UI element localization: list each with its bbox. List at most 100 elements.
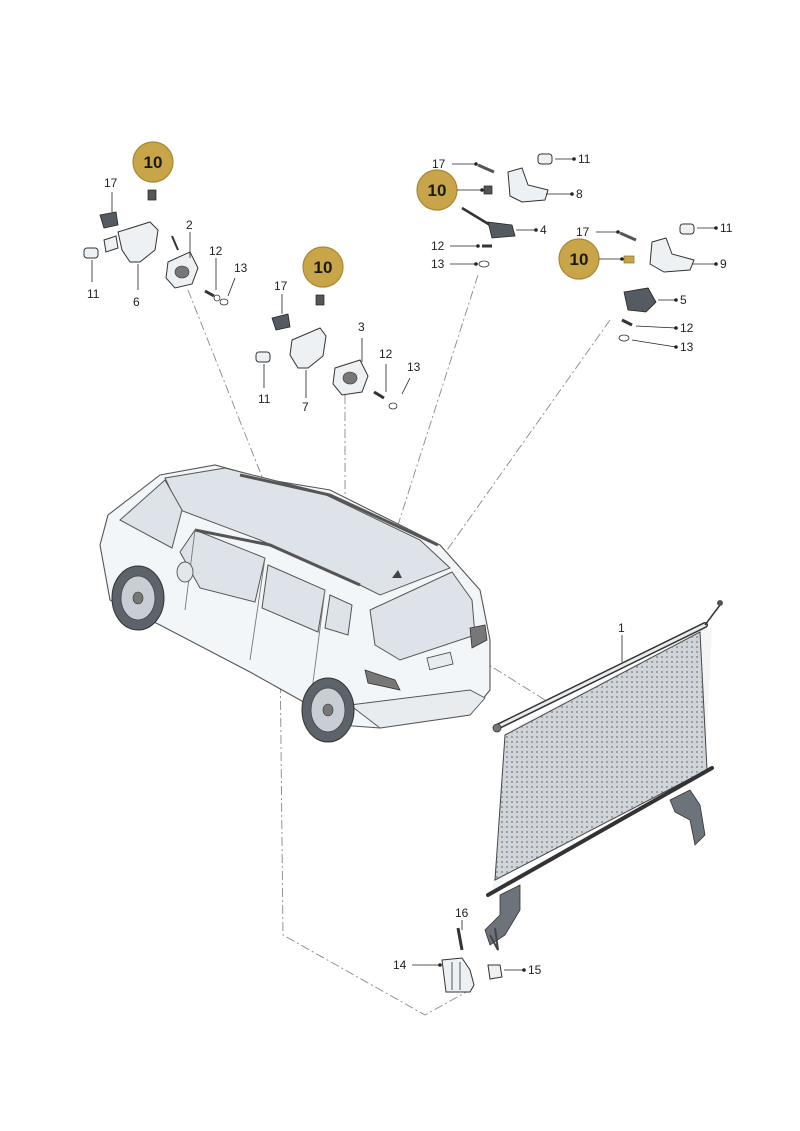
label-13: 13 [680, 340, 694, 354]
roof-rail [239, 473, 439, 547]
label-4: 4 [540, 223, 547, 237]
connector-line [439, 319, 611, 561]
ring-part-13 [388, 402, 398, 410]
cover-side-bracket [669, 789, 706, 846]
label-13: 13 [407, 360, 421, 374]
callout-badge-10: 10 [132, 141, 174, 183]
latch-part-4 [487, 221, 516, 239]
label-16: 16 [455, 906, 469, 920]
screw-part-12 [621, 318, 633, 327]
lock-lever [171, 235, 179, 251]
screw-part-12 [204, 289, 215, 298]
cover-end-pin [704, 604, 721, 626]
callout-badge-10: 10 [558, 238, 624, 280]
side-mirror [176, 561, 194, 583]
front-wheel [111, 565, 165, 631]
label-17: 17 [432, 157, 446, 171]
connector-line [397, 274, 479, 526]
part-labels: 17 11 6 2 12 13 17 11 7 3 12 13 17 11 8 … [87, 152, 733, 977]
label-13: 13 [234, 261, 248, 275]
label-12: 12 [209, 244, 223, 258]
screw-part-12 [373, 390, 385, 400]
grommet-part-11 [537, 153, 553, 165]
license-plate [426, 651, 454, 671]
bolt-part-10 [483, 185, 493, 195]
label-8: 8 [576, 187, 583, 201]
windshield [119, 479, 183, 549]
label-17: 17 [104, 176, 118, 190]
bracket-part-14 [441, 957, 475, 993]
label-2: 2 [186, 218, 193, 232]
grommet-part-11 [83, 247, 99, 259]
clip-part-17 [271, 313, 291, 331]
rear-bumper [348, 689, 486, 729]
grommet-part-11 [679, 223, 695, 235]
bracket-part-6 [117, 221, 159, 263]
tail-light [364, 669, 401, 691]
small-plate [103, 235, 119, 253]
label-3: 3 [358, 320, 365, 334]
clip-part-17 [477, 163, 495, 174]
label-15: 15 [528, 963, 542, 977]
clip-part-17 [99, 211, 119, 229]
rear-side-window [261, 564, 326, 633]
svg-text:10: 10 [428, 181, 447, 200]
cover-end-cap [492, 723, 502, 733]
callout-badges: 10 10 10 10 [132, 141, 624, 288]
grommet-part-11 [255, 351, 271, 363]
bracket-part-7 [289, 327, 327, 369]
vehicle-illustration [99, 464, 491, 743]
label-12: 12 [680, 321, 694, 335]
group-right [596, 223, 718, 349]
ring-part-13 [478, 260, 490, 268]
car-roof [164, 467, 451, 596]
front-side-window [179, 529, 266, 603]
roof-antenna [392, 570, 402, 578]
group-bottom [412, 635, 623, 993]
connector-line [464, 649, 546, 701]
svg-text:10: 10 [144, 153, 163, 172]
label-14: 14 [393, 958, 407, 972]
cap-part-15 [487, 964, 503, 980]
group-right-top [450, 153, 576, 268]
roof-rail [194, 528, 361, 587]
hinge-part-8 [507, 167, 549, 203]
label-12: 12 [431, 239, 445, 253]
label-9: 9 [720, 257, 727, 271]
ring-part-13 [219, 298, 229, 306]
callout-badge-10: 10 [302, 246, 344, 288]
svg-text:10: 10 [314, 258, 333, 277]
latch-rod [461, 206, 491, 227]
hinge-part-9 [649, 237, 695, 273]
cover-pin-tip [717, 600, 723, 606]
bolt-part-10 [147, 189, 157, 201]
svg-text:10: 10 [570, 250, 589, 269]
quarter-window [324, 594, 353, 636]
bolt-part-10 [623, 255, 635, 264]
callout-badge-10: 10 [416, 169, 484, 211]
label-13: 13 [431, 257, 445, 271]
connector-line [279, 649, 471, 1016]
label-11: 11 [578, 152, 591, 166]
label-17: 17 [576, 225, 590, 239]
label-1: 1 [618, 621, 625, 635]
label-17: 17 [274, 279, 288, 293]
label-11: 11 [720, 221, 733, 235]
latch-part-5 [623, 287, 657, 313]
ring-part-13 [618, 334, 630, 342]
bolt-part-10 [315, 294, 325, 306]
label-11: 11 [258, 392, 271, 406]
group-center [255, 294, 411, 410]
label-7: 7 [302, 400, 309, 414]
clip-part-17 [619, 231, 637, 242]
rear-wheel [301, 677, 355, 743]
label-12: 12 [379, 347, 393, 361]
tail-light [469, 624, 488, 649]
label-6: 6 [133, 295, 140, 309]
strap-connector [489, 927, 499, 951]
group-left-top [83, 189, 236, 306]
label-5: 5 [680, 293, 687, 307]
label-11: 11 [87, 287, 100, 301]
